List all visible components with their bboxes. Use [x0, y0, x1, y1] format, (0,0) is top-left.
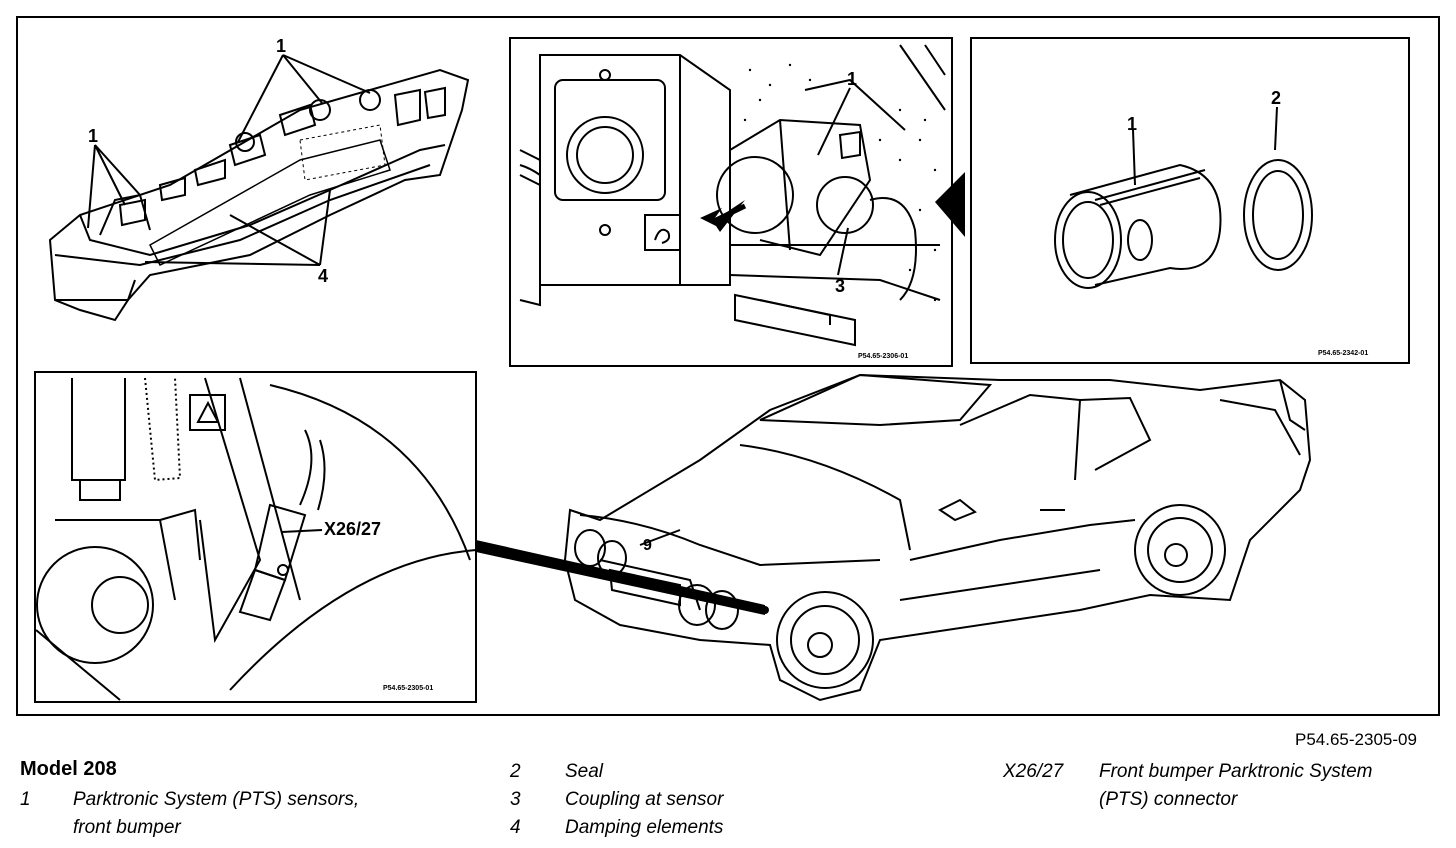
pointer-line [476, 540, 765, 615]
inset-code-sensor-view: P54.65-2306-01 [858, 353, 908, 360]
connector-illustration [35, 377, 477, 701]
figure-reference: P54.65-2305-09 [1295, 730, 1417, 749]
callout-part-2: 2 [1271, 88, 1281, 108]
legend-num-x26: X26/27 [1003, 761, 1064, 782]
legend-num-3: 3 [510, 789, 521, 810]
legend-num-2: 2 [510, 761, 521, 782]
callout-connector: X26/27 [324, 519, 381, 539]
legend-text-1b: front bumper [73, 817, 181, 838]
callout-bumper-1b: 1 [88, 126, 98, 146]
legend-text-x26b: (PTS) connector [1099, 789, 1238, 810]
connector-location-dot [761, 606, 769, 614]
callout-sensor-3: 3 [835, 276, 845, 296]
legend-num-1: 1 [20, 789, 31, 810]
callout-car-9: 9 [643, 537, 652, 554]
callout-bumper-1a: 1 [276, 36, 286, 56]
inset-connector-view [34, 371, 477, 703]
callout-sensor-1: 1 [847, 69, 857, 89]
inset-code-connector-view: P54.65-2305-01 [383, 685, 433, 692]
direction-arrow-icon [935, 172, 965, 237]
inset-parts-view [970, 37, 1410, 364]
callout-bumper-4: 4 [318, 266, 328, 286]
bumper-illustration [48, 54, 470, 322]
callout-part-1: 1 [1127, 114, 1137, 134]
legend-num-4: 4 [510, 817, 521, 838]
removal-arrow-icon-tail [710, 203, 747, 225]
inset-code-parts-view: P54.65-2342-01 [1318, 350, 1368, 357]
legend-text-1: Parktronic System (PTS) sensors, [73, 789, 360, 810]
legend-text-3: Coupling at sensor [565, 789, 724, 810]
legend-title: Model 208 [20, 758, 117, 780]
parts-illustration [1054, 106, 1313, 289]
car-illustration [563, 373, 1312, 702]
sensor-texture [743, 63, 937, 302]
legend-text-x26: Front bumper Parktronic System [1099, 761, 1373, 782]
legend-text-2: Seal [565, 761, 604, 782]
legend-text-4: Damping elements [565, 817, 724, 838]
outer-frame [16, 16, 1440, 716]
sensor-illustration [519, 44, 946, 347]
